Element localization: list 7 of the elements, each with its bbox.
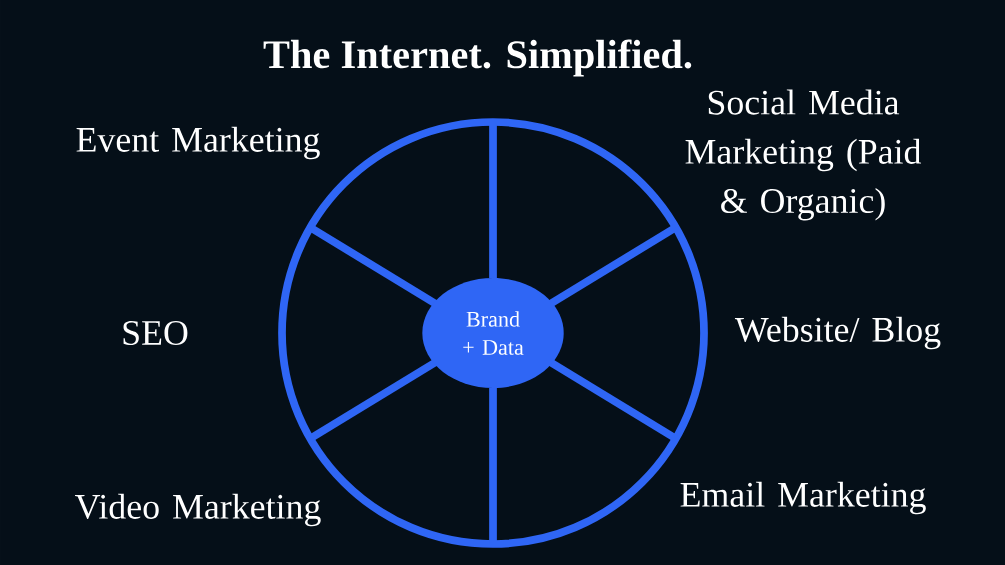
segment-label: SEO [123,321,188,345]
segment-label: Video Marketing [75,493,321,527]
segment-label: Event Marketing [76,126,320,160]
title: The Internet. Simplified. [263,39,692,77]
segment-label: Website/ Blog [734,316,941,350]
segment-label: Social Media Marketing (Paid & Organic) [685,89,922,221]
segment-label: Email Marketing [680,481,926,515]
